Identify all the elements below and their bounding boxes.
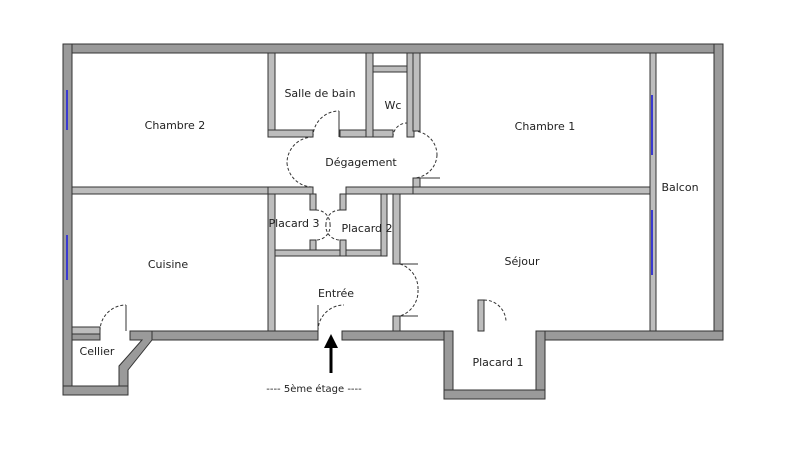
room-label-balcon: Balcon — [661, 181, 698, 194]
room-label-entree: Entrée — [318, 287, 354, 300]
room-label-placard2: Placard 2 — [341, 222, 392, 235]
room-label-sejour: Séjour — [504, 255, 540, 268]
room-label-placard3: Placard 3 — [268, 217, 319, 230]
room-label-degagement: Dégagement — [325, 156, 397, 169]
room-label-cellier: Cellier — [80, 345, 115, 358]
outer-walls — [62, 43, 724, 400]
room-label-chambre1: Chambre 1 — [515, 120, 576, 133]
room-label-salle-de-bain: Salle de bain — [284, 87, 355, 100]
room-label-chambre2: Chambre 2 — [145, 119, 206, 132]
floor-caption: ---- 5ème étage ---- — [266, 383, 362, 395]
entry-arrow-icon — [324, 334, 338, 373]
doors — [99, 110, 507, 332]
room-label-cuisine: Cuisine — [148, 258, 188, 271]
windows — [66, 90, 653, 280]
room-label-wc: Wc — [385, 99, 402, 112]
room-label-placard1: Placard 1 — [472, 356, 523, 369]
inner-walls — [71, 52, 657, 335]
